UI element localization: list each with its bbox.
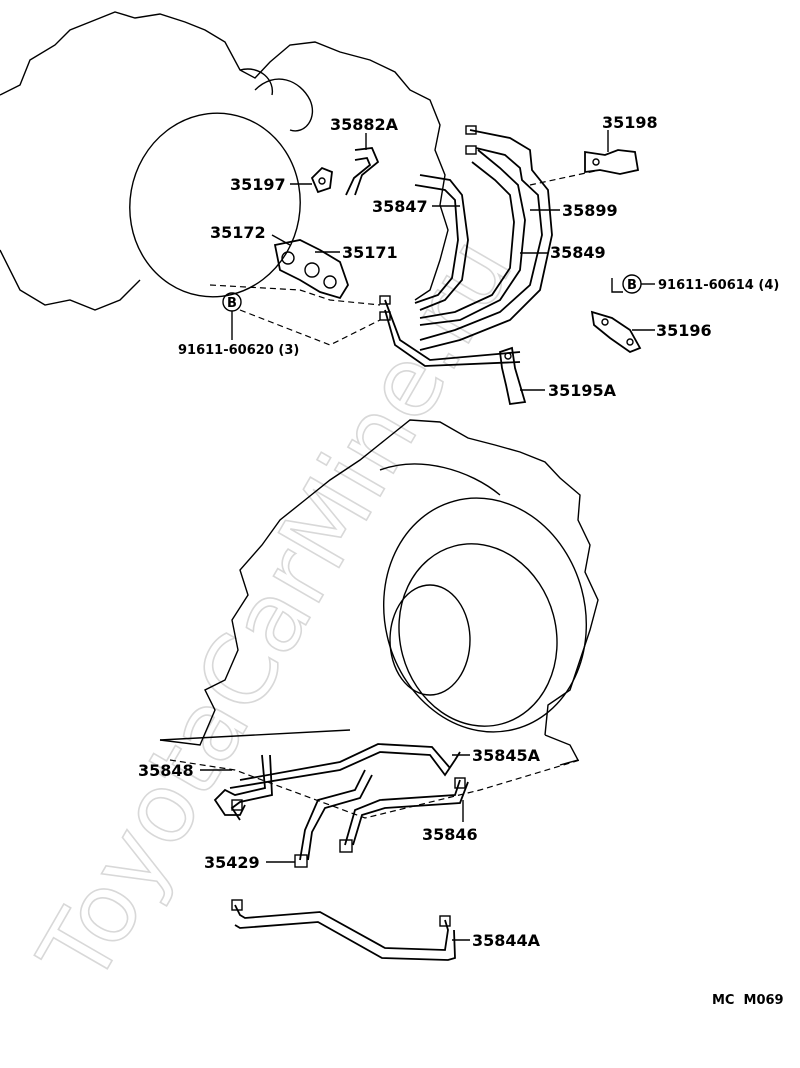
label-91611-60614: 91611-60614 (4) <box>658 278 779 293</box>
lower-transaxle-housing <box>159 419 599 819</box>
svg-text:B: B <box>227 296 237 311</box>
upper-oil-cooler-tubes <box>379 125 553 367</box>
lower-leader-lines <box>200 754 470 941</box>
watermark: ToyotaCarMine.ru <box>17 219 534 1002</box>
label-35196: 35196 <box>656 321 712 340</box>
upper-leader-lines <box>231 130 655 391</box>
label-35844A: 35844A <box>472 931 541 950</box>
upper-transaxle-housing <box>0 11 601 346</box>
label-35198: 35198 <box>602 113 658 132</box>
label-35846: 35846 <box>422 825 478 844</box>
label-35195A: 35195A <box>548 381 617 400</box>
label-35848: 35848 <box>138 761 194 780</box>
label-35197: 35197 <box>230 175 286 194</box>
label-35849: 35849 <box>550 243 606 262</box>
part-35844A-tube <box>231 899 456 961</box>
label-35899: 35899 <box>562 201 618 220</box>
footer-code: MC M069 <box>712 993 784 1008</box>
bolt-symbol-91611-60614: B <box>622 274 642 294</box>
label-91611-60620: 91611-60620 (3) <box>178 343 299 358</box>
part-35195A-bracket <box>499 346 527 406</box>
label-35882A: 35882A <box>330 115 399 134</box>
label-35845A: 35845A <box>472 746 541 765</box>
label-35172: 35172 <box>210 223 266 242</box>
label-35847: 35847 <box>372 197 428 216</box>
part-35196-bracket <box>590 310 642 354</box>
label-35171: 35171 <box>342 243 398 262</box>
lower-oil-cooler-tubes <box>213 743 469 868</box>
label-35429: 35429 <box>204 853 260 872</box>
bolt-symbol-91611-60620: B <box>222 292 242 312</box>
svg-text:B: B <box>627 278 637 293</box>
part-35197-clamp <box>310 166 333 194</box>
part-35198-bracket <box>584 149 640 175</box>
part-35882A-hose <box>345 147 380 196</box>
